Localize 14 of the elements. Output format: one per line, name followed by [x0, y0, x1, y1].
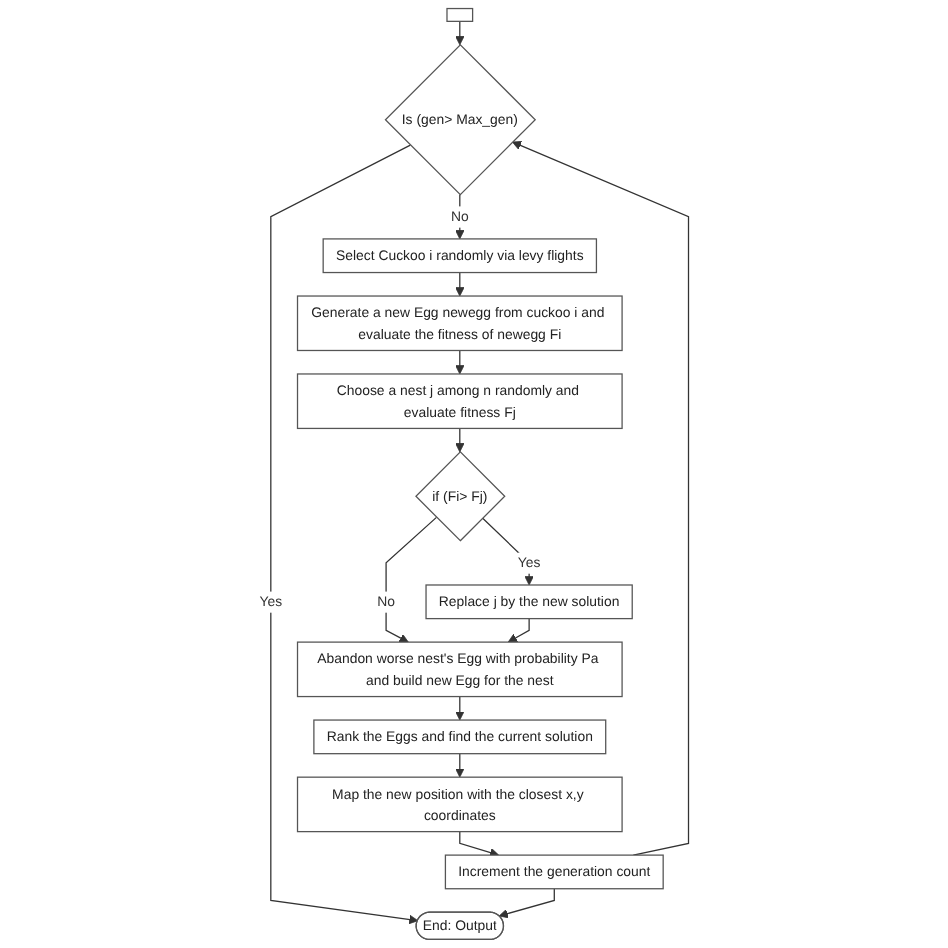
arrow [385, 516, 438, 643]
arrow [270, 144, 419, 925]
arrow [455, 695, 465, 721]
arrow [455, 271, 465, 297]
arrow [481, 517, 534, 586]
arrow [498, 888, 555, 919]
arrow [455, 427, 465, 453]
arrow [507, 618, 530, 643]
arrow [455, 753, 465, 778]
arrow [455, 20, 465, 46]
node-box [446, 7, 474, 22]
arrow [455, 349, 465, 375]
arrow [459, 831, 500, 858]
arrow [511, 141, 690, 856]
